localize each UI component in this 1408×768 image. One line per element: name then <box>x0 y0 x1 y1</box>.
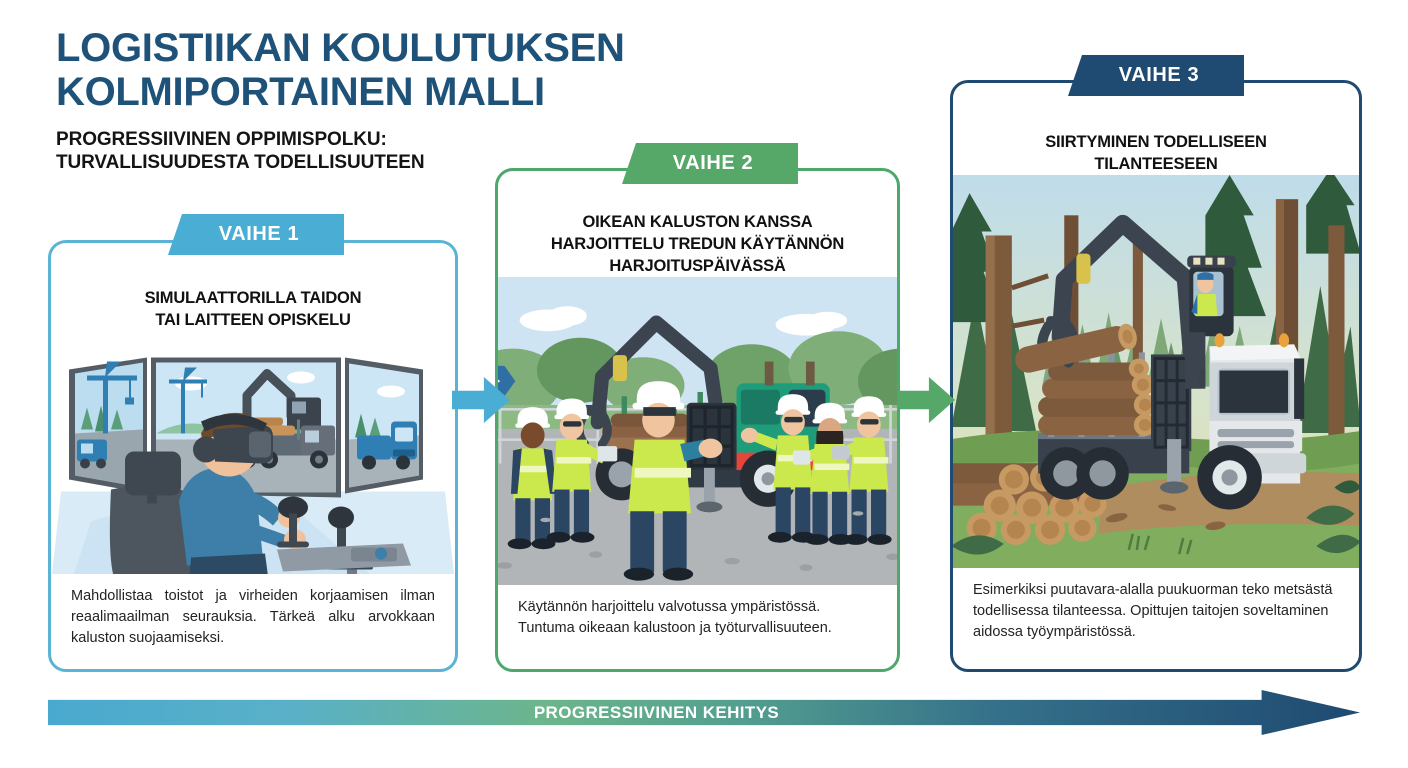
stage-1-heading-line-1: SIMULAATTORILLA TAIDON <box>144 289 362 307</box>
progress-arrow-bar: PROGRESSIIVINEN KEHITYS <box>48 690 1360 735</box>
stage-2-heading-line-1: OIKEAN KALUSTON KANSSA <box>582 213 813 231</box>
stage-2-banner: VAIHE 2 <box>622 143 798 184</box>
stage-2-heading: OIKEAN KALUSTON KANSSA HARJOITTELU TREDU… <box>498 211 897 277</box>
stage-3-heading-line-2: TILANTEESEEN <box>1094 155 1218 173</box>
stage-1-heading: SIMULAATTORILLA TAIDON TAI LAITTEEN OPIS… <box>51 287 455 331</box>
page-header: LOGISTIIKAN KOULUTUKSEN KOLMIPORTAINEN M… <box>56 26 625 174</box>
training-day-crane-truck-illustration <box>498 277 897 585</box>
stage-card-2: OIKEAN KALUSTON KANSSA HARJOITTELU TREDU… <box>495 168 900 672</box>
stage-card-1: SIMULAATTORILLA TAIDON TAI LAITTEEN OPIS… <box>48 240 458 672</box>
stage-3-heading-line-1: SIIRTYMINEN TODELLISEEN <box>1045 133 1267 151</box>
page-subtitle: PROGRESSIIVINEN OPPIMISPOLKU: TURVALLISU… <box>56 128 625 174</box>
stage-3-banner: VAIHE 3 <box>1068 55 1244 96</box>
stage-2-body: Käytännön harjoittelu valvotussa ympäris… <box>518 599 832 636</box>
stage-1-banner: VAIHE 1 <box>168 214 344 255</box>
stage-2-banner-label: VAIHE 2 <box>672 152 754 174</box>
vr-simulator-illustration <box>51 331 455 574</box>
stage-1-heading-line-2: TAI LAITTEEN OPISKELU <box>155 311 351 329</box>
stage-2-heading-line-3: HARJOITUSPÄIVÄSSÄ <box>609 257 786 275</box>
forest-timber-truck-illustration <box>953 175 1359 569</box>
page-subtitle-line-2: TURVALLISUUDESTA TODELLISUUTEEN <box>56 152 425 173</box>
stage-3-heading: SIIRTYMINEN TODELLISEEN TILANTEESEEN <box>953 131 1359 175</box>
stage-1-banner-label: VAIHE 1 <box>218 223 300 245</box>
page-title-line-2: KOLMIPORTAINEN MALLI <box>56 70 545 114</box>
progress-arrow-label: PROGRESSIIVINEN KEHITYS <box>533 702 780 722</box>
stage-3-banner-label: VAIHE 3 <box>1118 64 1200 86</box>
page-subtitle-line-1: PROGRESSIIVINEN OPPIMISPOLKU: <box>56 129 387 150</box>
stage-3-body: Esimerkiksi puutavara-alalla puukuorman … <box>973 582 1333 641</box>
stage-card-3: SIIRTYMINEN TODELLISEEN TILANTEESEEN <box>950 80 1362 672</box>
connector-arrow-2-icon <box>897 377 955 423</box>
stage-1-body: Mahdollistaa toistot ja virheiden korjaa… <box>71 587 435 646</box>
stage-2-heading-line-2: HARJOITTELU TREDUN KÄYTÄNNÖN <box>550 235 845 253</box>
page-title: LOGISTIIKAN KOULUTUKSEN KOLMIPORTAINEN M… <box>56 26 625 114</box>
page-title-line-1: LOGISTIIKAN KOULUTUKSEN <box>56 26 625 70</box>
